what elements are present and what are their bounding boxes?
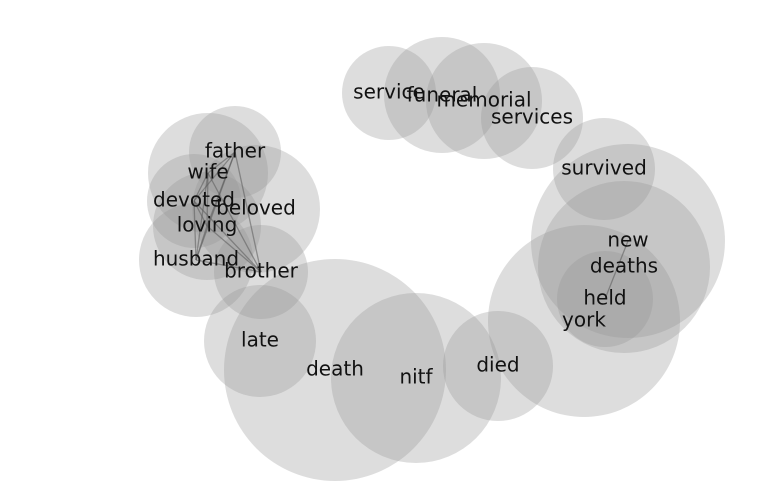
link-father-devoted — [193, 151, 236, 202]
link-father-wife — [207, 151, 236, 174]
link-loving-brother — [206, 225, 262, 273]
word-label-died: died — [476, 353, 519, 377]
word-label-survived: survived — [561, 156, 647, 180]
bubble-funeral — [384, 37, 500, 153]
word-label-father: father — [205, 139, 266, 163]
word-label-nitf: nitf — [399, 365, 433, 389]
link-father-brother — [234, 151, 262, 273]
link-devoted-brother — [193, 200, 262, 273]
link-devoted-husband — [193, 200, 197, 261]
bubble-survived — [553, 118, 655, 220]
link-wife-loving — [206, 172, 209, 227]
word-label-service: service — [353, 80, 425, 104]
word-label-held: held — [583, 286, 626, 310]
bubble-late — [204, 285, 316, 397]
bubble-layer — [139, 37, 725, 481]
word-label-devoted: devoted — [153, 188, 235, 212]
bubble-deaths — [538, 181, 710, 353]
link-wife-devoted — [193, 172, 209, 202]
word-label-beloved: beloved — [216, 196, 296, 220]
word-label-new: new — [607, 228, 648, 252]
word-label-brother: brother — [224, 259, 299, 283]
link-loving-husband — [195, 225, 208, 261]
bubble-services — [481, 67, 583, 169]
word-label-services: services — [491, 105, 573, 129]
word-label-york: york — [562, 308, 606, 332]
link-wife-brother — [207, 172, 262, 273]
bubble-memorial — [426, 43, 542, 159]
bubble-service — [342, 46, 436, 140]
bubble-york — [488, 225, 680, 417]
word-label-loving: loving — [177, 213, 238, 237]
word-label-late: late — [241, 328, 279, 352]
link-devoted-loving — [193, 200, 208, 227]
word-label-husband: husband — [153, 247, 239, 271]
link-layer — [193, 151, 629, 300]
bubble-died — [443, 311, 553, 421]
bubble-nitf — [331, 293, 501, 463]
link-held-new — [604, 240, 629, 300]
word-label-wife: wife — [187, 160, 228, 184]
word-label-death: death — [306, 357, 364, 381]
link-husband-brother — [195, 259, 262, 273]
word-label-deaths: deaths — [590, 254, 658, 278]
bubble-death — [224, 259, 446, 481]
word-label-funeral: funeral — [407, 83, 478, 107]
word-label-memorial: memorial — [436, 88, 531, 112]
